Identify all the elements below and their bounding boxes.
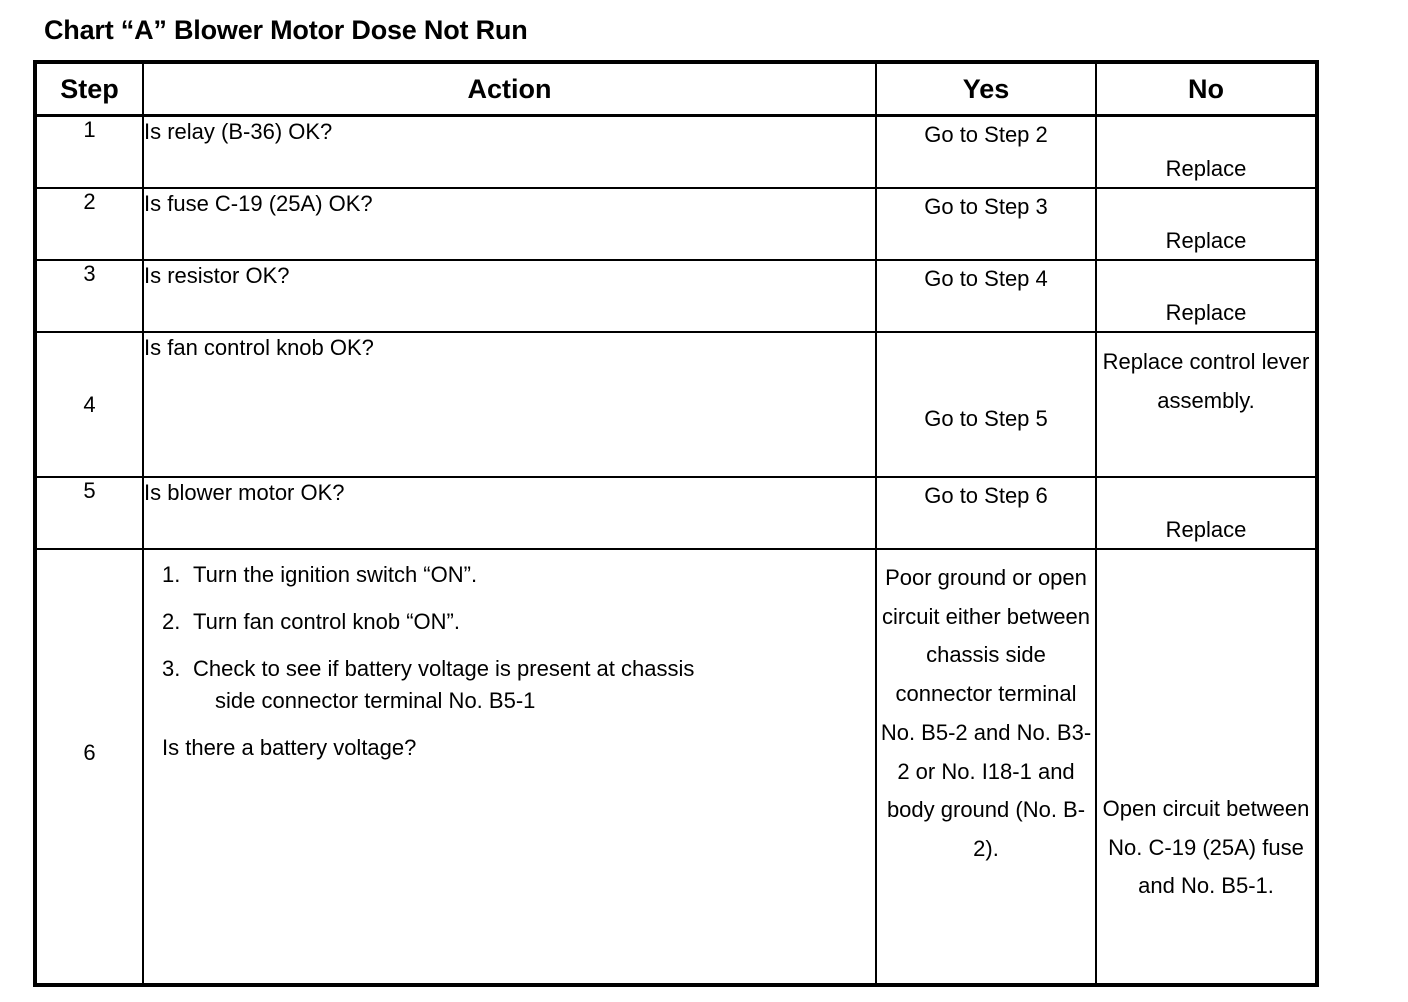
step-yes: Poor ground or open circuit either betwe… [875, 548, 1097, 986]
action-question: Is there a battery voltage? [162, 735, 417, 760]
step-no: Replace [1095, 259, 1318, 333]
action-list-item: 1. Turn the ignition switch “ON”. [162, 559, 875, 591]
action-item-number: 2. [162, 609, 181, 634]
action-item-number: 1. [162, 562, 181, 587]
action-list-item: 3. Check to see if battery voltage is pr… [162, 653, 875, 717]
action-list-item: 2. Turn fan control knob “ON”. [162, 606, 875, 638]
step-number-cell: 6 [34, 548, 144, 986]
action-item-text: Turn fan control knob “ON”. [193, 609, 460, 634]
action-item-continuation: side connector terminal No. B5-1 [215, 688, 536, 713]
step-yes: Go to Step 2 [875, 114, 1097, 189]
step-number: 1 [34, 114, 144, 189]
step-number: 4 [34, 331, 144, 478]
step-action: Is blower motor OK? [142, 476, 877, 550]
action-item-number: 3. [162, 656, 181, 681]
column-header-action: Action [142, 61, 877, 117]
step-action: Is fan control knob OK? [142, 331, 877, 478]
step-no: Replace [1095, 114, 1318, 189]
table-row: 2 Is fuse C-19 (25A) OK? Go to Step 3 Re… [34, 187, 1318, 261]
step-no: Replace [1095, 187, 1318, 261]
troubleshooting-table: Step Action Yes No 1 Is relay (B-36) OK?… [33, 60, 1319, 987]
table-row: 4 Is fan control knob OK? Go to Step 5 R… [34, 331, 1318, 478]
table-header-row: Step Action Yes No [34, 61, 1318, 117]
column-header-yes: Yes [875, 61, 1097, 117]
column-header-no: No [1095, 61, 1318, 117]
table-row: 3 Is resistor OK? Go to Step 4 Replace [34, 259, 1318, 333]
column-header-step: Step [34, 61, 144, 117]
action-item-text: Check to see if battery voltage is prese… [193, 656, 695, 681]
step-no: Replace control lever assembly. [1095, 331, 1318, 478]
step-action-cell: 1. Turn the ignition switch “ON”. 2. Tur… [142, 548, 877, 986]
step-number: 3 [34, 259, 144, 333]
step-no: Replace [1095, 476, 1318, 550]
step-action: Is fuse C-19 (25A) OK? [142, 187, 877, 261]
table-row: 5 Is blower motor OK? Go to Step 6 Repla… [34, 476, 1318, 550]
step-action: Is relay (B-36) OK? [142, 114, 877, 189]
step-number: 6 [83, 740, 96, 765]
step-yes: Go to Step 4 [875, 259, 1097, 333]
step-number: 5 [34, 476, 144, 550]
step-action: Is resistor OK? [142, 259, 877, 333]
step-yes: Go to Step 6 [875, 476, 1097, 550]
step-yes: Go to Step 3 [875, 187, 1097, 261]
table-row: 1 Is relay (B-36) OK? Go to Step 2 Repla… [34, 114, 1318, 189]
action-item-text: Turn the ignition switch “ON”. [193, 562, 478, 587]
action-step-list: 1. Turn the ignition switch “ON”. 2. Tur… [162, 559, 875, 717]
step-number: 2 [34, 187, 144, 261]
table-row: 6 1. Turn the ignition switch “ON”. 2. T… [34, 548, 1318, 986]
step-no: Open circuit between No. C-19 (25A) fuse… [1095, 548, 1318, 986]
page-title: Chart “A” Blower Motor Dose Not Run [44, 15, 528, 45]
step-yes: Go to Step 5 [875, 331, 1097, 478]
